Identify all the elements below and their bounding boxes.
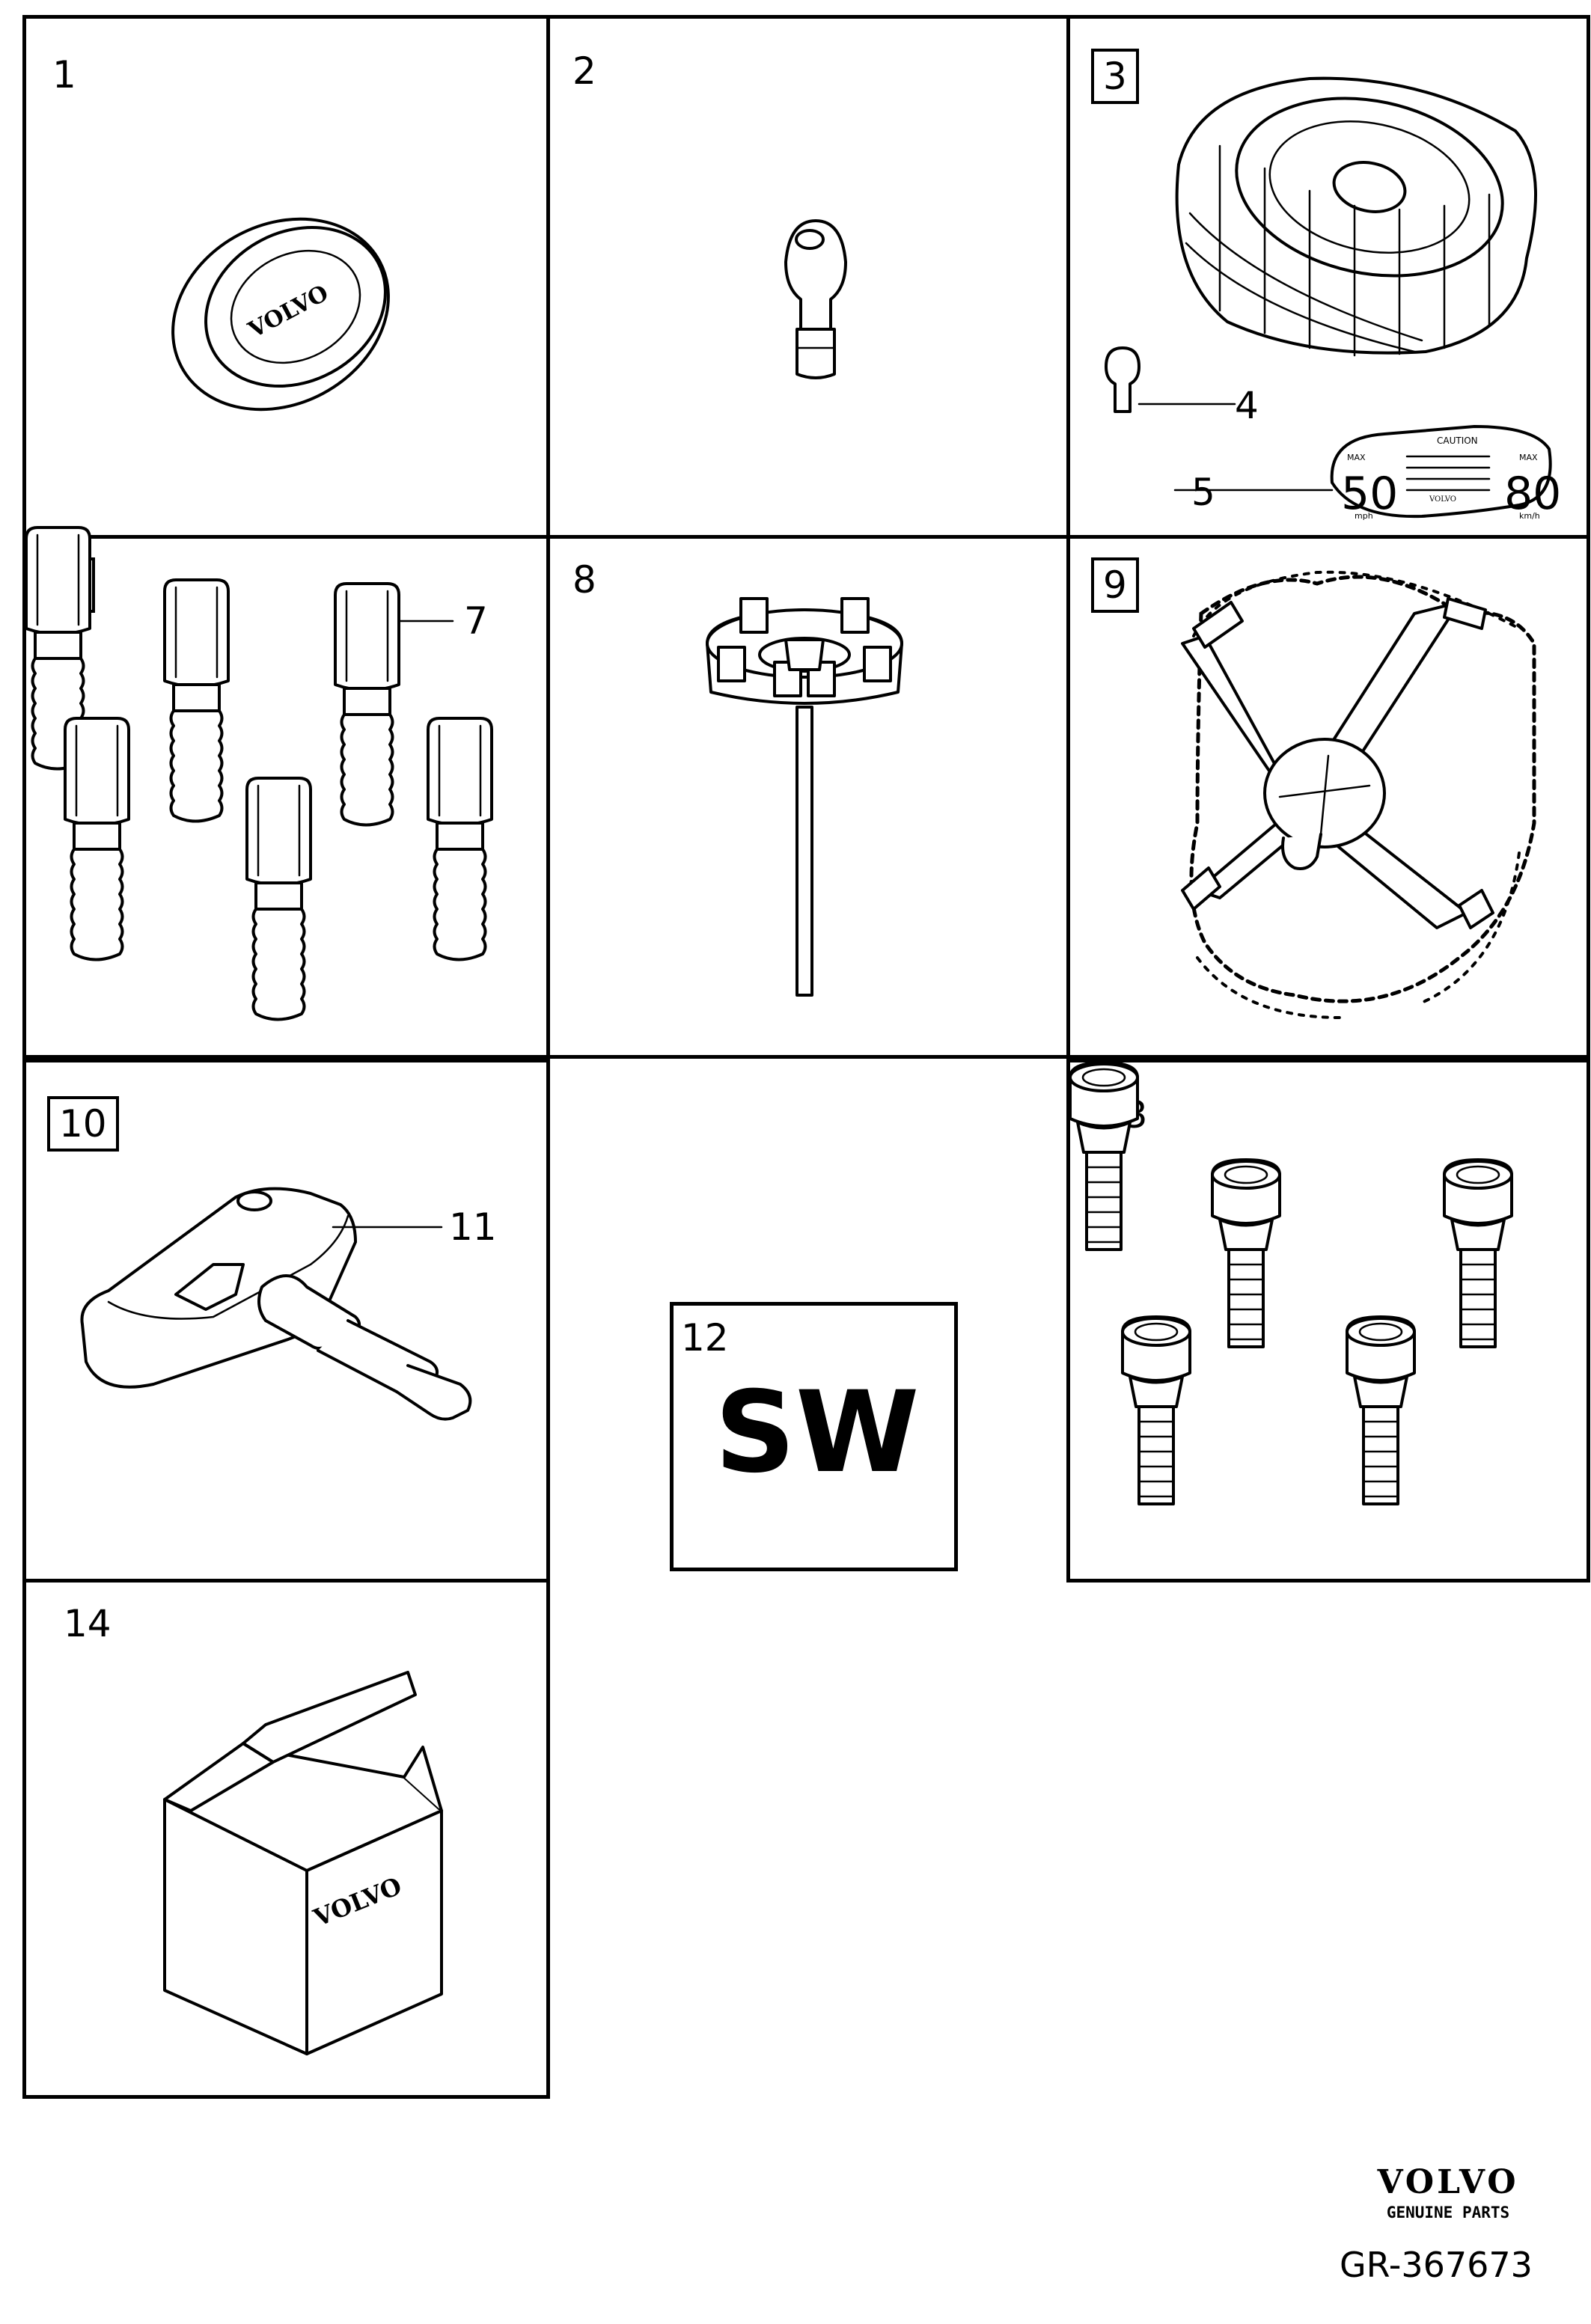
panel-8: 8 — [546, 535, 1070, 1059]
jack-handle-illustration — [706, 597, 903, 997]
hubcap-illustration: VOLVO — [171, 217, 390, 412]
callout-11: 11 — [449, 1205, 497, 1249]
panel-2: 2 — [546, 15, 1070, 539]
locking-bolts-illustration — [1069, 1061, 1513, 1505]
decal-speed-left: 50 — [1341, 468, 1398, 520]
decal-max-left: MAX — [1347, 453, 1366, 462]
panel-9: 9 — [1066, 535, 1590, 1059]
panel-13: 13 — [1066, 1059, 1590, 1583]
callout-7: 7 — [464, 599, 488, 643]
decal-caution: CAUTION — [1437, 435, 1478, 446]
callout-12: 12 — [681, 1316, 729, 1360]
item-number-1: 1 — [52, 53, 76, 97]
decal-unit-right: km/h — [1519, 511, 1540, 521]
spare-wheel-illustration: CAUTION 50 80 MAX MAX mph km/h VOLVO — [1105, 76, 1561, 521]
drawing-reference: GR-367673 — [1340, 2245, 1533, 2285]
item-number-9: 9 — [1091, 557, 1139, 613]
tpms-sensor-illustration — [80, 1187, 472, 1421]
valve-stem-illustration — [784, 219, 847, 379]
decal-unit-left: mph — [1355, 511, 1373, 521]
panel-1: 1 VOLVO — [22, 15, 550, 539]
parts-box-illustration: VOLVO — [163, 1671, 443, 2055]
volvo-brand-mark: VOLVO GENUINE PARTS — [1343, 2163, 1553, 2222]
item-number-2: 2 — [572, 49, 596, 93]
item-number-3: 3 — [1091, 49, 1139, 104]
decal-max-right: MAX — [1519, 453, 1538, 462]
brand-wordmark: VOLVO — [1377, 2163, 1519, 2201]
decal-speed-right: 80 — [1504, 468, 1561, 520]
sw-label: SW — [715, 1368, 920, 1498]
panel-3: 3 CAUTION 50 80 MAX MAX mph km/h VOLVO 4… — [1066, 15, 1590, 539]
item-number-10: 10 — [47, 1096, 119, 1152]
callout-5: 5 — [1191, 471, 1215, 514]
callout-4: 4 — [1235, 384, 1259, 427]
snow-chains-illustration — [1181, 570, 1536, 1019]
brand-tagline: GENUINE PARTS — [1386, 2204, 1510, 2221]
item-number-8: 8 — [572, 558, 596, 602]
panel-14: 14 VOLVO — [22, 1579, 550, 2099]
item-number-14: 14 — [64, 1602, 112, 1645]
panel-6: 6 7 — [22, 526, 550, 1059]
decal-brand: VOLVO — [1429, 495, 1456, 504]
wheel-bolts-illustration — [25, 526, 493, 1021]
sw-callout-box: 12 SW — [670, 1302, 958, 1571]
panel-10: 10 11 — [22, 1059, 550, 1583]
